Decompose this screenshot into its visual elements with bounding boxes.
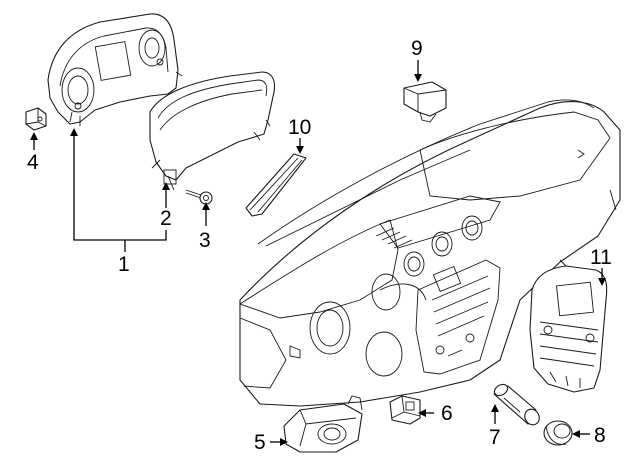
callout-11[interactable]: 11 bbox=[590, 246, 612, 269]
callout-9[interactable]: 9 bbox=[411, 37, 423, 60]
callout-8[interactable]: 8 bbox=[594, 424, 606, 447]
callout-7[interactable]: 7 bbox=[489, 426, 501, 449]
callout-4[interactable]: 4 bbox=[27, 151, 39, 174]
dashboard-assembly bbox=[238, 99, 621, 407]
callout-3[interactable]: 3 bbox=[199, 229, 211, 252]
switch-part-7[interactable] bbox=[492, 382, 542, 427]
center-stack-bezel-part-11[interactable] bbox=[529, 265, 608, 393]
leader-lines bbox=[30, 60, 606, 446]
instrument-cluster-part-1[interactable] bbox=[47, 13, 183, 126]
callout-10[interactable]: 10 bbox=[288, 116, 312, 139]
cluster-bezel-part-2[interactable] bbox=[149, 71, 276, 191]
screw-part-3[interactable] bbox=[185, 189, 213, 205]
switch-part-6[interactable] bbox=[389, 395, 421, 425]
switch-part-9[interactable] bbox=[403, 81, 447, 123]
switch-housing-part-5[interactable] bbox=[283, 395, 363, 453]
callout-2[interactable]: 2 bbox=[160, 207, 172, 230]
callout-5[interactable]: 5 bbox=[254, 431, 266, 454]
clip-part-4[interactable] bbox=[25, 107, 47, 131]
callout-1[interactable]: 1 bbox=[118, 253, 130, 276]
trim-strip-part-10[interactable] bbox=[245, 153, 307, 217]
knob-part-8[interactable] bbox=[543, 420, 573, 446]
callout-6[interactable]: 6 bbox=[441, 402, 453, 425]
